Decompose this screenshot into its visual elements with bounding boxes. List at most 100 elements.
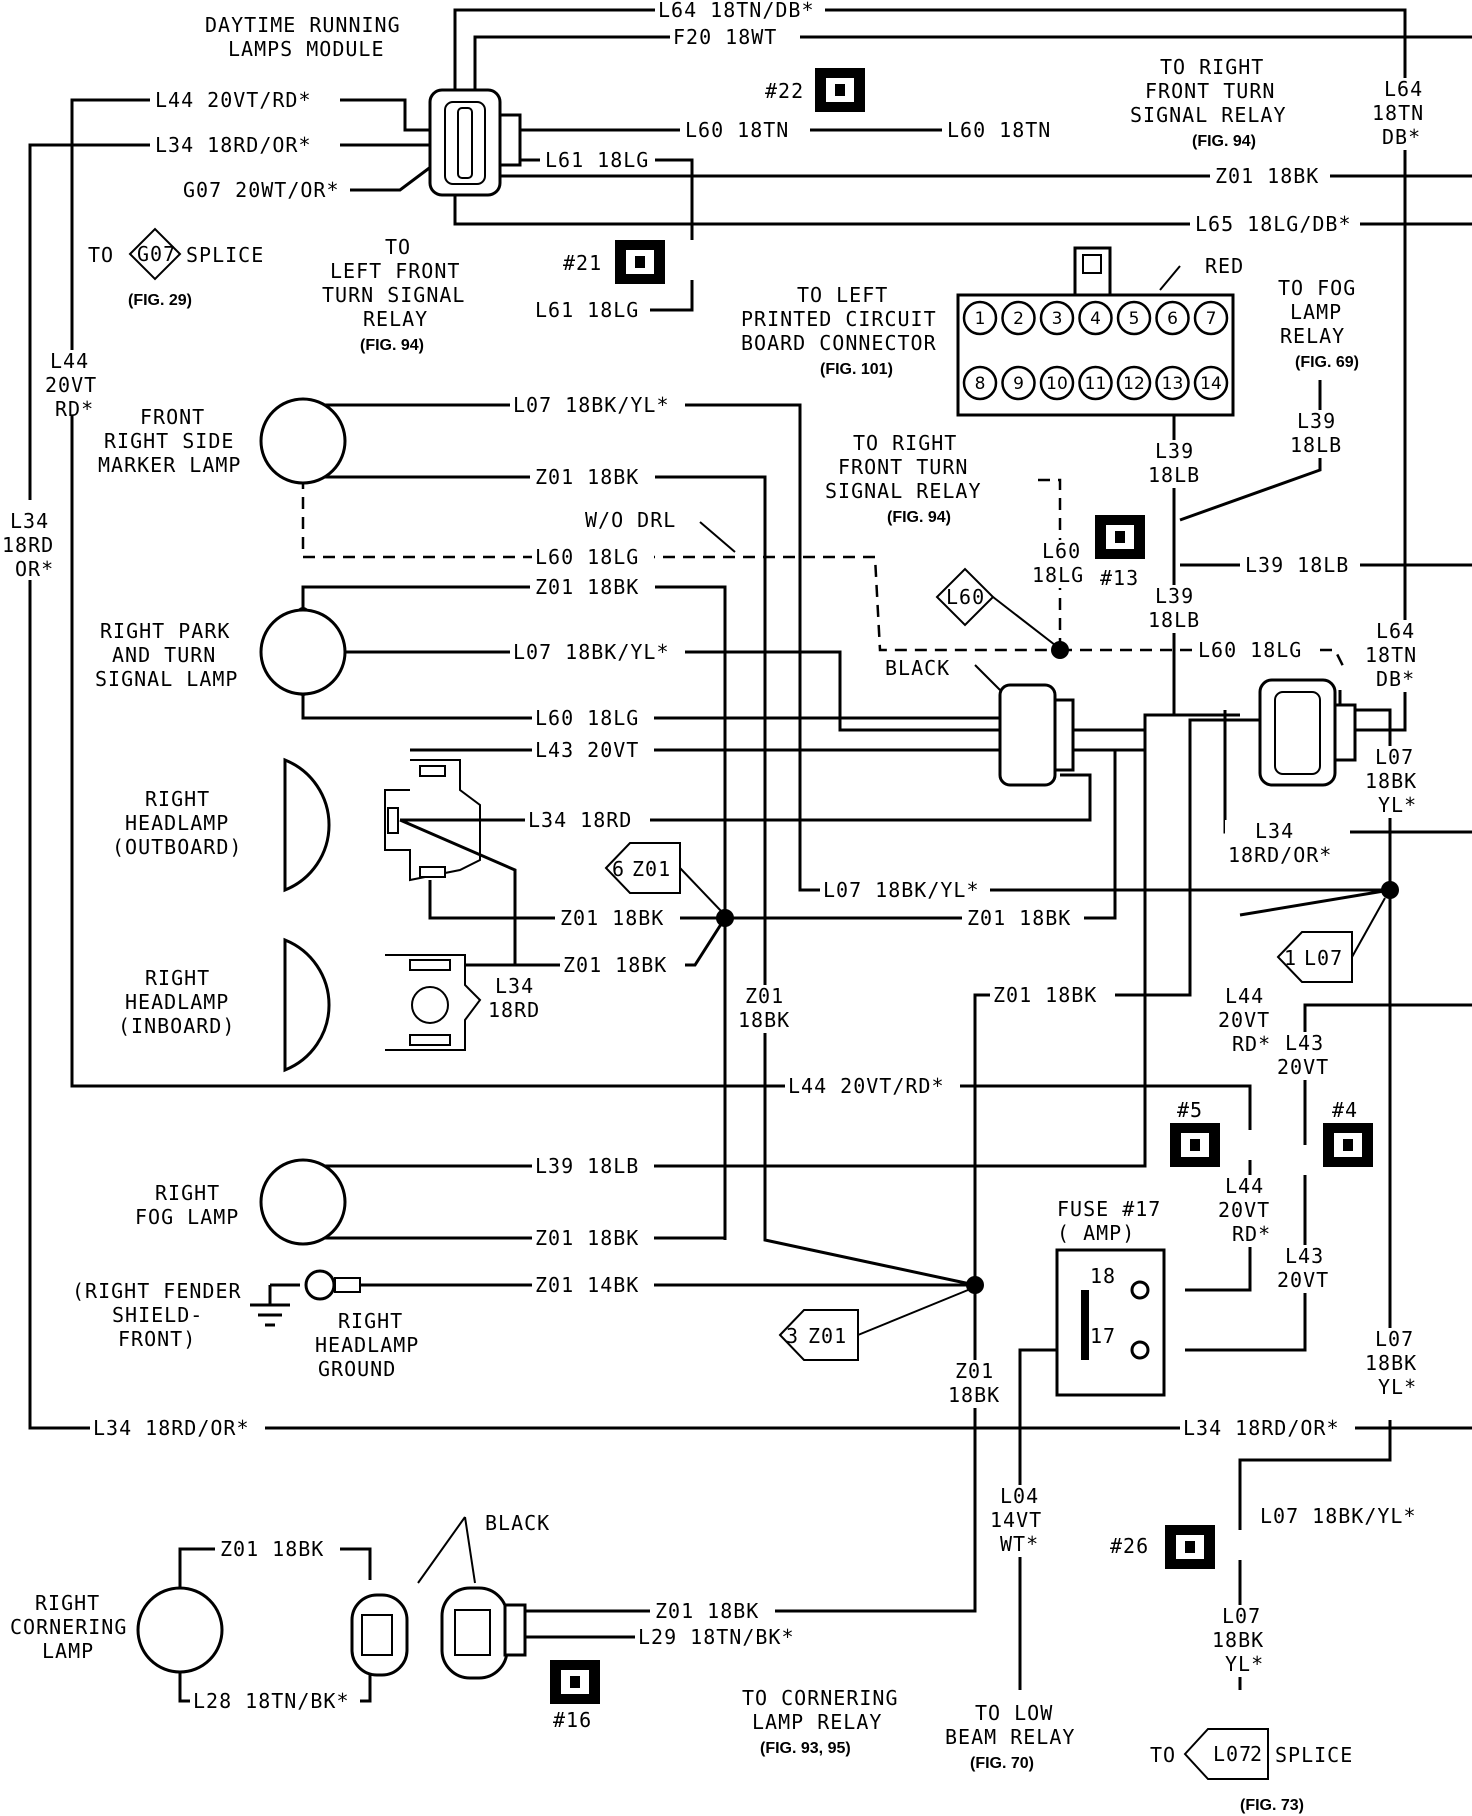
headlamp-out-label-2: HEADLAMP <box>125 811 229 835</box>
pcb-pin-3-circle <box>1039 300 1075 336</box>
splice-6-num: 6 <box>612 857 625 881</box>
wire-label-l44-right-1: L44 <box>1225 984 1264 1008</box>
headlamp-out-label-3: (OUTBOARD) <box>112 835 242 859</box>
fuse-label-1: FUSE #17 <box>1057 1197 1161 1221</box>
wire-label-z01-fog-lamp: Z01 18BK <box>535 1226 639 1250</box>
wire-label-z01-ground: Z01 14BK <box>535 1273 639 1297</box>
wire-f20 <box>473 35 1472 100</box>
fog-lamp-bulb <box>259 1158 347 1246</box>
headlamp-connectors <box>384 759 482 1051</box>
ref-left-pcb-3: BOARD CONNECTOR <box>741 331 937 355</box>
wire-label-l39-upper-2: 18LB <box>1148 463 1200 487</box>
park-lamp-bulb <box>259 608 347 696</box>
wire-label-l04-2: 14VT <box>990 1508 1042 1532</box>
wire-l61-top <box>500 158 694 240</box>
pcb-pin-7-circle <box>1193 300 1229 336</box>
wire-label-z01-head-out: Z01 18BK <box>560 906 664 930</box>
ref-cornering-relay-1: TO CORNERING <box>742 1686 899 1710</box>
splice-l60-tag: L60 <box>946 585 985 609</box>
connector-c26-label: #26 <box>1110 1534 1149 1558</box>
connector-c21-label: #21 <box>563 251 602 275</box>
wire-label-l34-bottom-left: L34 18RD/OR* <box>93 1416 250 1440</box>
wire-label-l39-fog-1: L39 <box>1297 409 1336 433</box>
cornering-lamp-label-1: RIGHT <box>35 1591 100 1615</box>
wire-label-l07-right-3: YL* <box>1378 793 1417 817</box>
wire-label-l60-right: L60 18TN <box>947 118 1051 142</box>
wire-l39-fog-lamp <box>303 713 1240 1168</box>
junction-z01-ground <box>966 1276 984 1294</box>
ref-g07-pre: TO <box>88 243 114 267</box>
junction-l60 <box>1051 641 1069 659</box>
wire-label-l64-top: L64 18TN/DB* <box>658 0 815 22</box>
wire-label-l43-fuse-2: 20VT <box>1277 1268 1329 1292</box>
leader-arrows <box>417 265 1386 1584</box>
wire-label-z01-vert-2: 18BK <box>738 1008 790 1032</box>
pcb-pin-4-circle <box>1078 300 1113 336</box>
ref-cornering-relay-fig: (FIG. 93, 95) <box>760 1740 851 1757</box>
wire-label-l44-fuse-1: L44 <box>1225 1174 1264 1198</box>
pcb-pin-8-circle <box>962 365 998 401</box>
fog-lamp-label-2: FOG LAMP <box>135 1205 239 1229</box>
drl-module-label-2: LAMPS MODULE <box>228 37 385 61</box>
lamp-shapes <box>136 397 347 1674</box>
pcb-pin-10: 10 <box>1046 374 1068 394</box>
ref-fog-relay-2: LAMP <box>1290 300 1342 324</box>
headlamp-ground-label-3: GROUND <box>318 1357 396 1381</box>
wire-label-l43-head: L43 20VT <box>535 738 639 762</box>
wire-l43-right <box>1303 1003 1472 1145</box>
fuse-label-2: ( AMP) <box>1057 1221 1135 1245</box>
connector-c5-label: #5 <box>1177 1098 1203 1122</box>
front-marker-label-2: RIGHT SIDE <box>104 429 234 453</box>
ref-low-beam-fig: (FIG. 70) <box>970 1755 1034 1772</box>
wire-label-l44-left-1: L44 <box>50 349 89 373</box>
headlamp-in-label-2: HEADLAMP <box>125 990 229 1014</box>
wire-label-l43-fuse-1: L43 <box>1285 1244 1324 1268</box>
junction-l07-right <box>1381 881 1399 899</box>
note-black-corner: BLACK <box>485 1511 550 1535</box>
pcb-pin-7: 7 <box>1206 309 1217 329</box>
splice-l07-2-shape <box>1183 1728 1269 1780</box>
wire-label-z01-down-1: Z01 <box>955 1359 994 1383</box>
wire-label-l07-lower-1: L07 <box>1375 1327 1414 1351</box>
wire-label-l64-right-3: DB* <box>1382 125 1421 149</box>
pcb-pin-14: 14 <box>1200 374 1222 394</box>
fuse-pin-18: 18 <box>1090 1264 1116 1288</box>
wire-label-l34-head: L34 18RD <box>528 808 632 832</box>
drl-module-label-1: DAYTIME RUNNING <box>205 13 401 37</box>
wire-label-l28: L28 18TN/BK* <box>193 1689 350 1713</box>
pcb-pin-1: 1 <box>975 309 986 329</box>
connector-c26-badge <box>1165 1525 1215 1569</box>
pcb-pin-9: 9 <box>1013 374 1024 394</box>
headlamp-in-label-3: (INBOARD) <box>118 1014 235 1038</box>
wire-label-l44-left-2: 20VT <box>45 373 97 397</box>
cornering-lamp-label-2: CORNERING <box>10 1615 127 1639</box>
wire-label-l34-inboard-1: L34 <box>495 974 534 998</box>
pcb-pin-8: 8 <box>975 374 986 394</box>
wire-label-l07-right-1: L07 <box>1375 745 1414 769</box>
right-connector <box>1258 678 1357 787</box>
wire-label-z01-corner-out: Z01 18BK <box>655 1599 759 1623</box>
wire-label-l39-lower-2: 18LB <box>1148 608 1200 632</box>
wire-l60-vert-dashed <box>1030 478 1062 650</box>
wire-label-f20: F20 18WT <box>673 25 777 49</box>
ref-l07-num: 2 <box>1250 1742 1263 1766</box>
pcb-pin-2-circle <box>1001 300 1036 336</box>
wire-label-l07-mid: L07 18BK/YL* <box>823 878 980 902</box>
wire-label-z01-top: Z01 18BK <box>1215 164 1319 188</box>
wire-l07-mid <box>1239 888 1391 917</box>
pcb-pin-12: 12 <box>1123 374 1145 394</box>
cornering-lamp-label-3: LAMP <box>42 1639 94 1663</box>
wire-label-l44-left-3: RD* <box>55 397 94 421</box>
ref-right-turn-mid-fig: (FIG. 94) <box>887 509 951 526</box>
wire-z01-head-in <box>465 917 727 967</box>
wire-label-l34-left-1: L34 <box>10 509 49 533</box>
fender-ground-label-2: SHIELD- <box>112 1303 203 1327</box>
wire-label-l34-right-1: L34 <box>1255 819 1294 843</box>
wire-label-l61-top: L61 18LG <box>545 148 649 172</box>
wire-l60-right-dashed <box>1060 648 1347 671</box>
fog-lamp-label-1: RIGHT <box>155 1181 220 1205</box>
wire-label-l07-bottom-1: L07 <box>1222 1604 1261 1628</box>
wire-label-l64-mid-1: L64 <box>1376 619 1415 643</box>
wire-label-l07-lower-3: YL* <box>1378 1375 1417 1399</box>
